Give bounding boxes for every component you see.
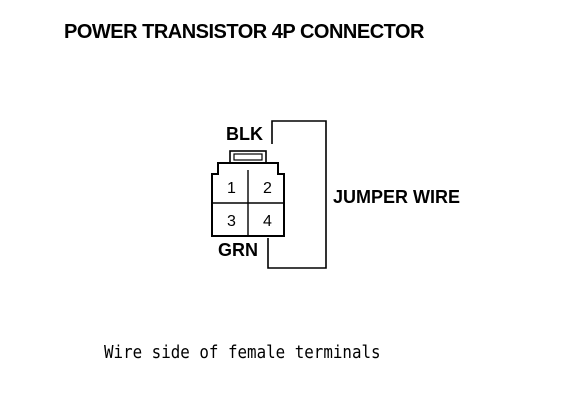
pin-number-3: 3 [227,213,236,230]
connector-lock-tab-inner [233,153,263,161]
diagram-title: POWER TRANSISTOR 4P CONNECTOR [64,21,425,43]
pin-number-2: 2 [263,180,272,197]
wire-label-blk: BLK [226,124,263,144]
wire-label-grn: GRN [218,240,258,260]
diagram-caption: Wire side of female terminals [104,342,381,363]
jumper-wire-label: JUMPER WIRE [333,187,460,207]
jumper-wire-line [267,120,327,269]
pin-number-1: 1 [227,180,236,197]
pin-number-4: 4 [263,213,272,230]
